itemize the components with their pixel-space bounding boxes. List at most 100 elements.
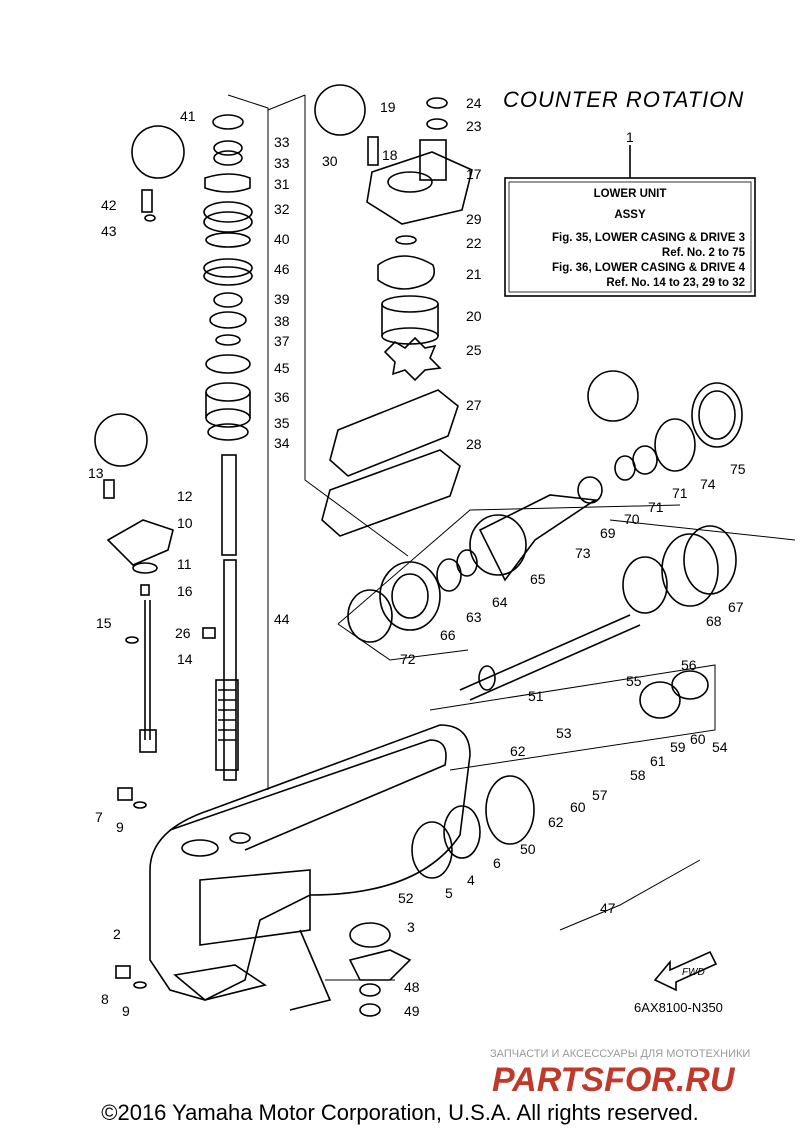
svg-text:50: 50 [520,841,536,857]
svg-text:28: 28 [466,436,482,452]
svg-text:26: 26 [175,625,191,641]
svg-text:31: 31 [274,176,290,192]
copyright-footer: ©2016 Yamaha Motor Corporation, U.S.A. A… [101,1100,699,1125]
svg-text:66: 66 [440,627,456,643]
svg-text:7: 7 [95,809,103,825]
lubrication-symbols [94,84,639,467]
svg-text:29: 29 [466,211,482,227]
svg-text:24: 24 [466,95,482,111]
svg-text:ASSY: ASSY [614,209,646,221]
svg-text:63: 63 [466,609,482,625]
svg-text:Fig. 35, LOWER CASING & DRIVE: Fig. 35, LOWER CASING & DRIVE 3 [552,232,745,244]
svg-text:12: 12 [177,488,193,504]
svg-text:3: 3 [407,919,415,935]
propeller-shaft-assembly [347,382,743,1017]
svg-text:47: 47 [600,900,616,916]
svg-text:62: 62 [548,814,564,830]
assembly-bracket-lines [227,94,796,981]
svg-text:37: 37 [274,333,290,349]
svg-text:20: 20 [466,308,482,324]
svg-text:39: 39 [274,291,290,307]
svg-text:62: 62 [510,743,526,759]
svg-text:54: 54 [712,739,728,755]
fwd-arrow: FWD [653,950,718,992]
svg-text:33: 33 [274,155,290,171]
svg-text:60: 60 [690,731,706,747]
svg-text:10: 10 [177,515,193,531]
svg-text:51: 51 [528,688,544,704]
svg-text:32: 32 [274,201,290,217]
svg-text:68: 68 [706,613,722,629]
svg-text:FWD: FWD [682,967,705,978]
svg-text:6: 6 [493,855,501,871]
svg-text:65: 65 [530,571,546,587]
svg-text:8: 8 [101,991,109,1007]
svg-text:40: 40 [274,231,290,247]
svg-text:42: 42 [101,197,117,213]
svg-text:Fig. 36, LOWER CASING & DRIVE: Fig. 36, LOWER CASING & DRIVE 4 [552,262,746,274]
svg-text:41: 41 [180,108,196,124]
svg-text:9: 9 [116,819,124,835]
svg-text:35: 35 [274,415,290,431]
callout-labels: 41 33 33 31 32 40 46 39 38 37 45 36 35 3… [88,95,746,1019]
diagram-title: COUNTER ROTATION [503,87,744,112]
svg-text:18: 18 [382,147,398,163]
svg-text:69: 69 [600,525,616,541]
svg-text:48: 48 [404,979,420,995]
svg-text:21: 21 [466,266,482,282]
svg-text:59: 59 [670,739,686,755]
svg-text:61: 61 [650,753,666,769]
lower-casing [149,724,471,1011]
svg-text:33: 33 [274,134,290,150]
svg-text:25: 25 [466,342,482,358]
drive-shaft [215,454,239,781]
svg-text:64: 64 [492,594,508,610]
diagram-code: 6AX8100-N350 [634,1000,723,1015]
svg-text:43: 43 [101,223,117,239]
svg-text:36: 36 [274,389,290,405]
shift-rod-assembly [106,519,216,753]
svg-text:15: 15 [96,615,112,631]
watermark: ЗАПЧАСТИ И АКСЕССУАРЫ ДЛЯ МОТОТЕХНИКИ PA… [490,1048,750,1099]
svg-text:LOWER UNIT: LOWER UNIT [594,188,667,200]
svg-text:73: 73 [575,545,591,561]
svg-text:46: 46 [274,261,290,277]
svg-text:45: 45 [274,360,290,376]
svg-text:57: 57 [592,787,608,803]
svg-text:ЗАПЧАСТИ И АКСЕССУАРЫ ДЛЯ МОТО: ЗАПЧАСТИ И АКСЕССУАРЫ ДЛЯ МОТОТЕХНИКИ [490,1048,750,1060]
svg-text:67: 67 [728,599,744,615]
upper-seal-stack [203,114,253,441]
water-pump-assembly [321,97,473,537]
watermark-brand: PARTSFOR.RU [492,1061,736,1099]
svg-text:38: 38 [274,313,290,329]
svg-text:23: 23 [466,118,482,134]
svg-text:56: 56 [681,657,697,673]
svg-text:13: 13 [88,465,104,481]
svg-text:60: 60 [570,799,586,815]
svg-text:Ref. No. 2 to 75: Ref. No. 2 to 75 [662,247,746,259]
svg-text:4: 4 [467,872,475,888]
svg-text:Ref. No. 14 to 23, 29 to 32: Ref. No. 14 to 23, 29 to 32 [606,277,745,289]
svg-text:52: 52 [398,890,414,906]
svg-text:11: 11 [177,556,192,572]
svg-text:49: 49 [404,1003,420,1019]
svg-text:72: 72 [400,651,416,667]
svg-text:44: 44 [274,611,290,627]
reference-box: 1 LOWER UNIT ASSY Fig. 35, LOWER CASING … [504,129,756,297]
svg-text:30: 30 [322,153,338,169]
fasteners [103,136,379,989]
svg-text:55: 55 [626,673,642,689]
svg-text:34: 34 [274,435,290,451]
ref-callout: 1 [626,129,634,145]
svg-text:70: 70 [624,511,640,527]
svg-text:75: 75 [730,461,746,477]
svg-text:22: 22 [466,235,482,251]
svg-text:17: 17 [466,166,482,182]
svg-text:27: 27 [466,397,482,413]
svg-text:19: 19 [380,99,396,115]
svg-text:71: 71 [672,485,688,501]
svg-text:16: 16 [177,583,193,599]
svg-text:74: 74 [700,476,716,492]
svg-text:58: 58 [630,767,646,783]
